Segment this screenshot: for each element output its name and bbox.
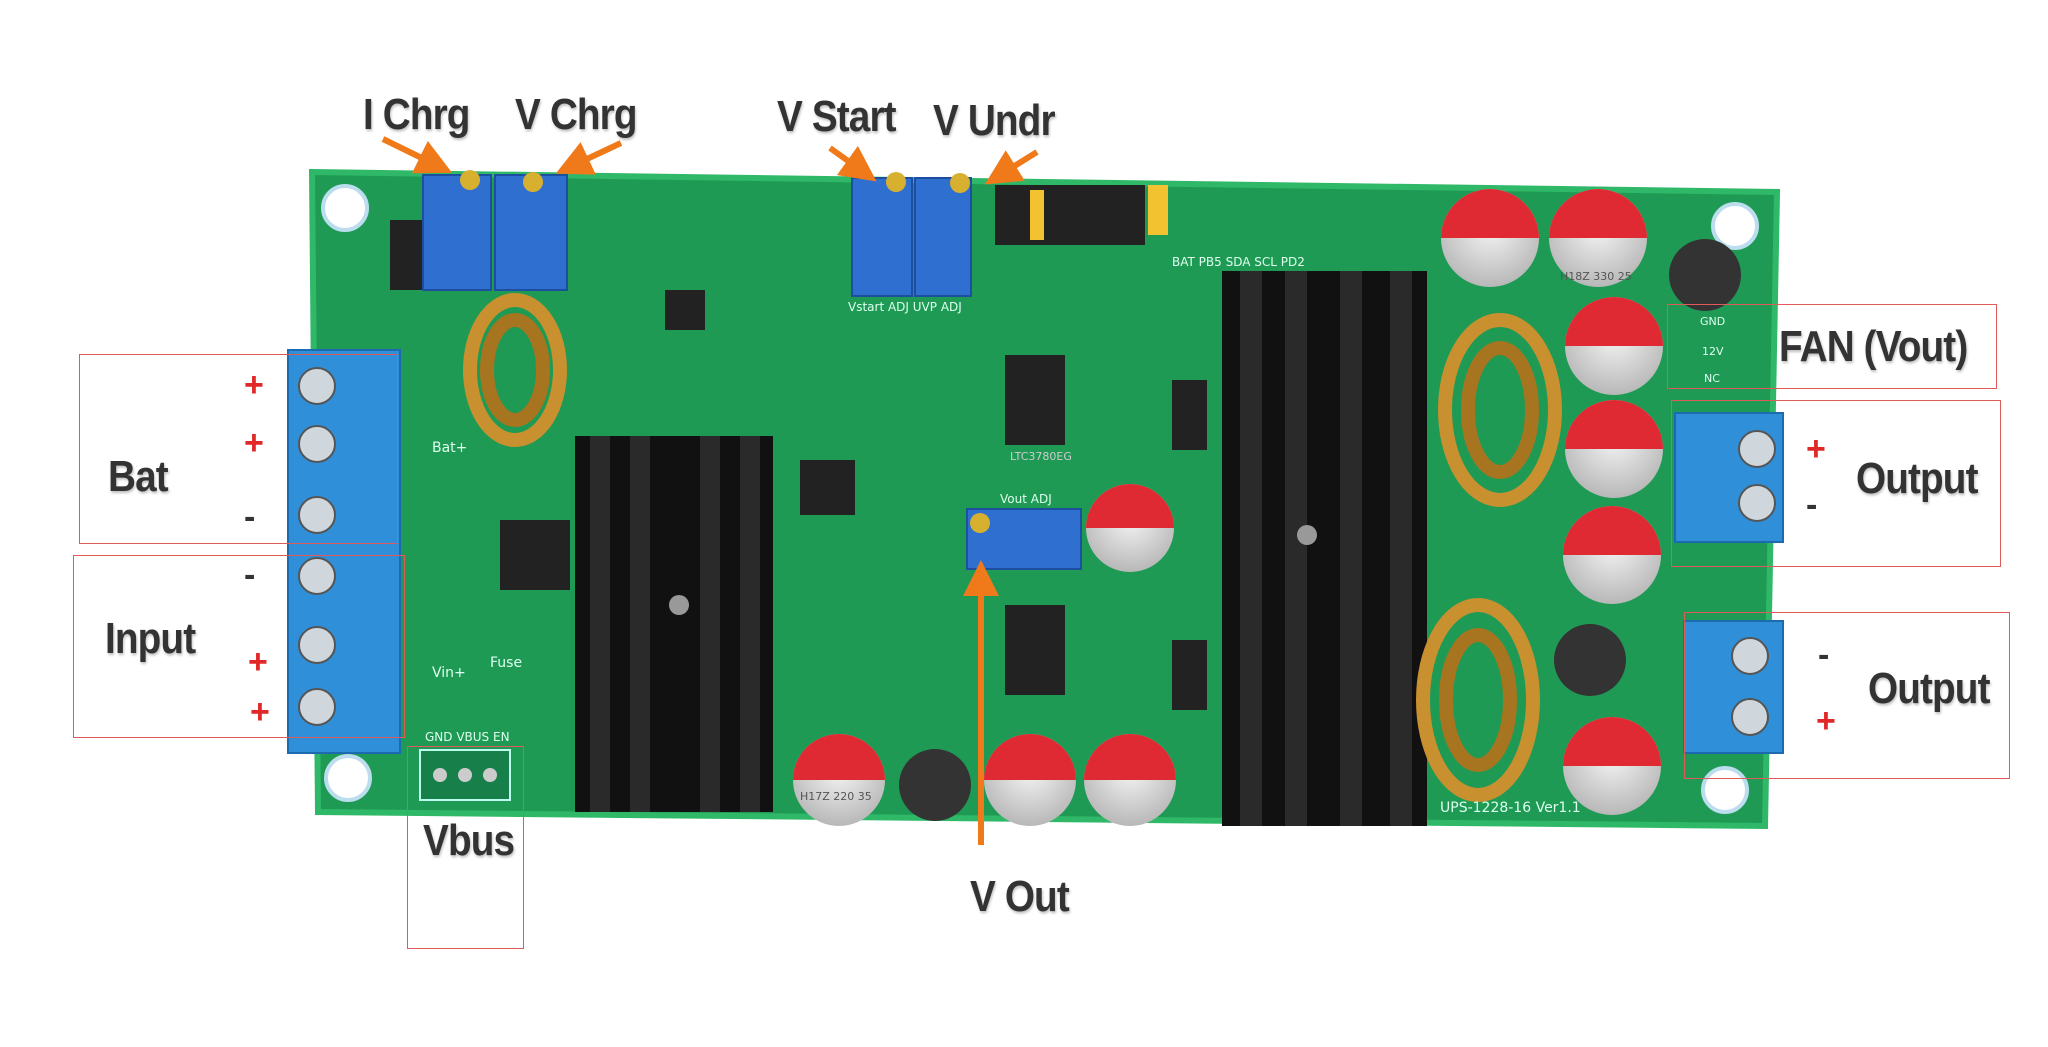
arrow-v-undr (984, 149, 1039, 185)
jumper-headers (995, 185, 1168, 245)
vbus-callout-box (407, 746, 524, 949)
silk-vstart-adj: Vstart ADJ UVP ADJ (848, 300, 962, 314)
bat-plus-sign-2: + (244, 424, 264, 462)
silk-fuse: Fuse (490, 655, 523, 671)
output-1-minus-sign: - (1806, 486, 1818, 524)
silk-cap-small: H17Z 220 35 (800, 790, 872, 803)
output-2-callout-box (1684, 612, 2010, 779)
mounting-holes (321, 184, 1759, 814)
silk-chip: LTC3780EG (1010, 450, 1072, 463)
silk-fan-12v: 12V (1702, 345, 1724, 358)
output-2-minus-sign: - (1818, 636, 1830, 674)
output-1-callout-box (1671, 400, 2001, 567)
inductors (463, 293, 1562, 802)
silk-vout-adj: Vout ADJ (1000, 492, 1052, 506)
output-1-plus-sign: + (1806, 430, 1826, 468)
label-v-undr: V Undr (933, 96, 1056, 145)
arrow-v-chrg (555, 140, 623, 175)
silk-vin-plus: Vin+ (432, 665, 466, 681)
label-fan: FAN (Vout) (1779, 322, 1968, 371)
label-input: Input (105, 614, 196, 663)
silk-header-pins: BAT PB5 SDA SCL PD2 (1172, 255, 1305, 269)
silk-vbus-pins: GND VBUS EN (425, 730, 510, 744)
label-output-1: Output (1856, 454, 1978, 503)
input-plus-sign-1: + (248, 643, 268, 681)
heatsink-left (575, 436, 773, 812)
label-v-start: V Start (777, 92, 897, 141)
bat-callout-box (79, 354, 398, 544)
trimmer-pots (422, 174, 1082, 570)
input-plus-sign-2: + (250, 693, 270, 731)
label-bat: Bat (108, 452, 169, 501)
bat-minus-sign: - (244, 498, 256, 536)
arrow-i-chrg (381, 136, 453, 174)
silk-board-id: UPS-1228-16 Ver1.1 (1440, 800, 1581, 816)
capacitors (793, 189, 1741, 826)
bat-plus-sign-1: + (244, 366, 264, 404)
label-v-out: V Out (970, 872, 1070, 921)
silk-cap-large: H18Z 330 25 (1560, 270, 1632, 283)
terminal-blocks (287, 349, 1784, 754)
heatsink-middle (1222, 271, 1427, 826)
label-vbus: Vbus (423, 816, 515, 865)
silk-fan-nc: NC (1704, 372, 1720, 385)
input-callout-box (73, 555, 405, 738)
arrow-v-start (828, 145, 877, 182)
annotation-arrows (381, 136, 1039, 845)
label-output-2: Output (1868, 664, 1990, 713)
label-i-chrg: I Chrg (363, 90, 470, 139)
silk-fan-gnd: GND (1700, 315, 1726, 328)
output-2-plus-sign: + (1816, 702, 1836, 740)
ics (390, 220, 1207, 710)
input-minus-sign: - (244, 556, 256, 594)
label-v-chrg: V Chrg (515, 90, 638, 139)
fan-callout-box (1667, 304, 1997, 389)
silk-bat-plus: Bat+ (432, 440, 468, 456)
